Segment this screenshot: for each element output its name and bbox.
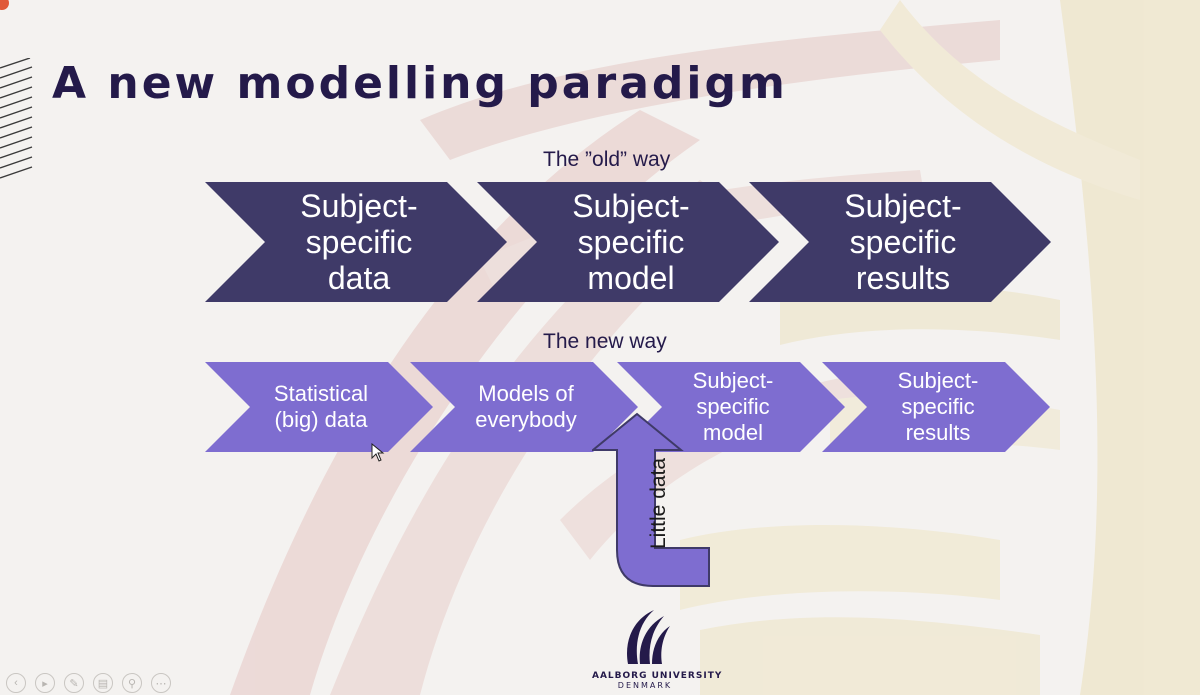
new-step-statistical-big-data: Statistical (big) data	[205, 362, 433, 452]
step-label: Statistical (big) data	[273, 381, 369, 432]
pen-icon[interactable]: ✎	[64, 673, 84, 693]
chevron-shape	[822, 362, 1050, 452]
recording-indicator-dot	[0, 0, 9, 10]
new-step-subject-specific-model: Subject- specific model	[617, 362, 845, 452]
step-label: Subject- specific model	[572, 188, 690, 296]
aalborg-university-logo: AALBORG UNIVERSITY DENMARK	[592, 608, 723, 690]
new-step-models-of-everybody: Models of everybody	[410, 362, 638, 452]
chevron-shape	[477, 182, 779, 302]
slide-title: A new modelling paradigm	[52, 58, 788, 109]
presentation-toolbar: ‹ ▸ ✎ ▤ ⚲ ⋯	[6, 673, 171, 695]
little-data-arrow	[592, 412, 710, 587]
chevron-shape	[617, 362, 845, 452]
slides-icon[interactable]: ▤	[93, 673, 113, 693]
corner-pattern-decoration	[0, 58, 33, 179]
step-label: Subject- specific results	[844, 188, 962, 296]
chevron-shape	[205, 182, 507, 302]
old-step-subject-specific-model: Subject- specific model	[477, 182, 779, 302]
chevron-shape	[749, 182, 1051, 302]
chevron-shape	[205, 362, 433, 452]
little-data-label: Little data	[647, 457, 670, 549]
step-label: Subject- specific model	[692, 368, 774, 445]
chevron-shape	[410, 362, 638, 452]
new-step-subject-specific-results: Subject- specific results	[822, 362, 1050, 452]
more-icon[interactable]: ⋯	[151, 673, 171, 693]
step-label: Subject- specific results	[897, 368, 979, 445]
old-step-subject-specific-results: Subject- specific results	[749, 182, 1051, 302]
logo-country: DENMARK	[617, 681, 673, 690]
old-way-caption: The ”old” way	[543, 148, 671, 171]
old-step-subject-specific-data: Subject- specific data	[205, 182, 507, 302]
aau-wave-emblem-icon	[627, 610, 670, 664]
new-way-caption: The new way	[543, 330, 667, 353]
next-icon[interactable]: ▸	[35, 673, 55, 693]
step-label: Subject- specific data	[300, 188, 418, 296]
zoom-icon[interactable]: ⚲	[122, 673, 142, 693]
logo-university-name: AALBORG UNIVERSITY	[592, 671, 723, 681]
step-label: Models of everybody	[475, 381, 577, 432]
mouse-pointer-icon	[371, 443, 385, 462]
previous-icon[interactable]: ‹	[6, 673, 26, 693]
